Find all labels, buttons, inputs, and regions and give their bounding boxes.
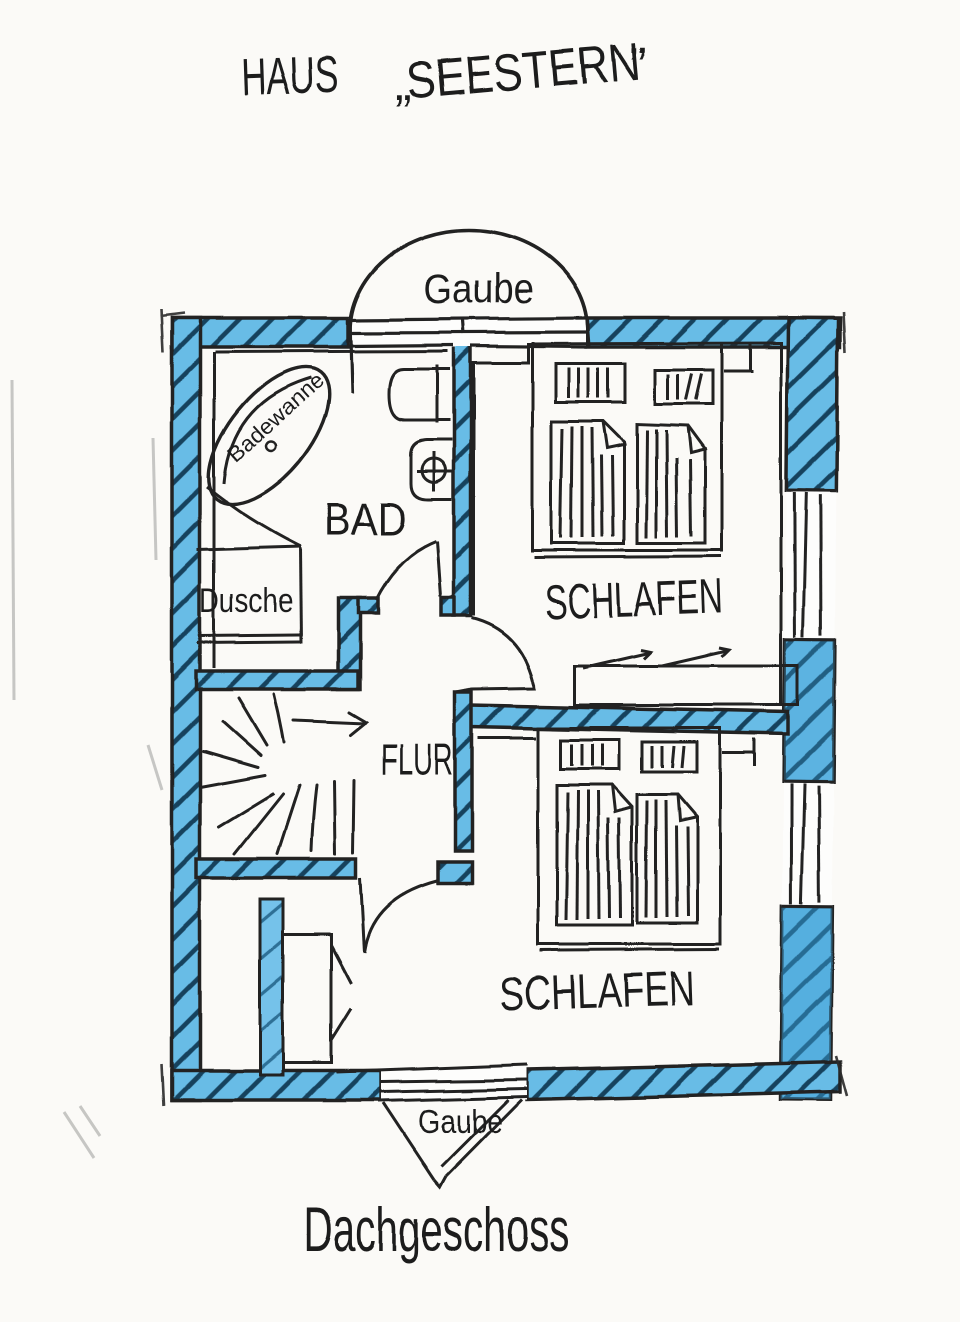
svg-text:SCHLAFEN: SCHLAFEN: [543, 570, 723, 630]
svg-text:BAD: BAD: [324, 493, 406, 545]
svg-text:Dachgeschoss: Dachgeschoss: [304, 1196, 569, 1265]
svg-text:”: ”: [630, 37, 647, 93]
svg-text:SCHLAFEN: SCHLAFEN: [498, 961, 696, 1022]
svg-text:Dusche: Dusche: [200, 582, 293, 620]
svg-text:SEESTERN: SEESTERN: [404, 33, 643, 111]
svg-text:„: „: [395, 55, 412, 111]
svg-text:Gaube: Gaube: [418, 1103, 502, 1141]
svg-text:HAUS: HAUS: [240, 46, 339, 107]
svg-text:Badewanne: Badewanne: [223, 368, 329, 467]
svg-text:Gaube: Gaube: [424, 265, 534, 312]
svg-text:FLUR: FLUR: [381, 734, 453, 785]
